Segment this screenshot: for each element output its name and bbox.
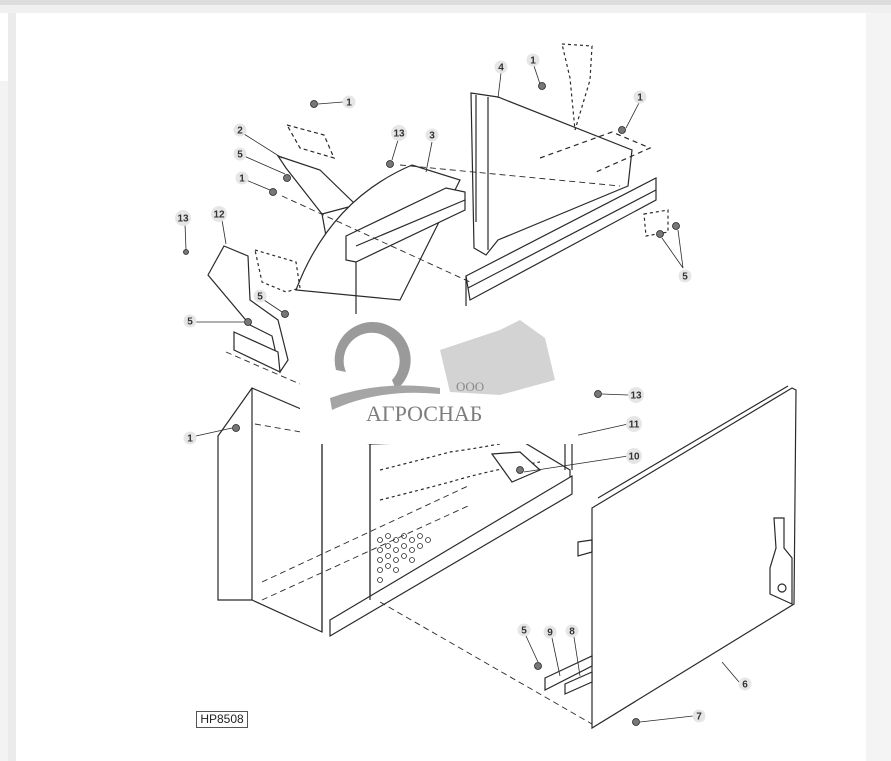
right-gutter (866, 13, 891, 761)
lower-chute (329, 405, 573, 638)
left-side-shield (217, 387, 323, 633)
fasteners (183, 82, 680, 726)
svg-text:13: 13 (177, 214, 189, 225)
assembly-lines (225, 164, 621, 725)
svg-text:5: 5 (521, 626, 527, 637)
svg-text:1: 1 (530, 56, 536, 67)
svg-text:7: 7 (696, 712, 702, 723)
watermark-logo: ООО АГРОСНАБ (300, 314, 578, 444)
callout-7: 7 (692, 709, 706, 723)
part-4-panel (465, 43, 669, 306)
top-border (0, 0, 891, 5)
callout-3: 3 (425, 128, 439, 142)
svg-text:2: 2 (237, 126, 243, 137)
callout-12: 12 (211, 206, 227, 222)
svg-text:5: 5 (187, 317, 193, 328)
callout-13: 13 (391, 125, 407, 141)
svg-text:13: 13 (630, 391, 642, 402)
svg-text:8: 8 (569, 627, 575, 638)
callout-11: 11 (626, 416, 642, 432)
part-6-panel (577, 385, 797, 730)
callout-1: 1 (235, 171, 249, 185)
callout-9: 9 (543, 625, 557, 639)
callout-8: 8 (565, 624, 579, 638)
svg-text:5: 5 (682, 272, 688, 283)
callout-13: 13 (175, 210, 191, 226)
svg-text:5: 5 (237, 150, 243, 161)
svg-text:12: 12 (213, 210, 225, 221)
callout-5: 5 (517, 623, 531, 637)
svg-text:10: 10 (628, 452, 640, 463)
svg-text:1: 1 (187, 434, 193, 445)
callout-5: 5 (183, 314, 197, 328)
callout-2: 2 (233, 123, 247, 137)
figure-code-label: HP8508 (196, 711, 248, 728)
callout-1: 1 (183, 431, 197, 445)
left-gutter (8, 13, 16, 761)
svg-text:5: 5 (257, 292, 263, 303)
svg-text:3: 3 (429, 131, 435, 142)
top-strip (0, 5, 891, 13)
callout-1: 1 (342, 95, 356, 109)
perforation-holes (377, 533, 431, 583)
callout-1: 1 (526, 53, 540, 67)
svg-text:13: 13 (393, 129, 405, 140)
leader-lines (184, 65, 740, 723)
svg-text:6: 6 (742, 680, 748, 691)
callout-5: 5 (253, 289, 267, 303)
callout-6: 6 (738, 677, 752, 691)
watermark-name: АГРОСНАБ (366, 401, 482, 426)
watermark-prefix: ООО (456, 379, 484, 394)
svg-text:1: 1 (239, 174, 245, 185)
callout-5: 5 (678, 269, 692, 283)
parts-8-9-strips (544, 655, 593, 695)
svg-text:9: 9 (547, 628, 553, 639)
callout-5: 5 (233, 147, 247, 161)
part-12-bracket (207, 245, 301, 374)
callout-1: 1 (633, 90, 647, 104)
callout-10: 10 (626, 448, 642, 464)
svg-text:1: 1 (637, 93, 643, 104)
callout-13: 13 (628, 387, 644, 403)
callout-4: 4 (494, 60, 508, 74)
svg-text:11: 11 (629, 420, 640, 431)
svg-text:1: 1 (346, 98, 352, 109)
svg-text:4: 4 (498, 63, 504, 74)
